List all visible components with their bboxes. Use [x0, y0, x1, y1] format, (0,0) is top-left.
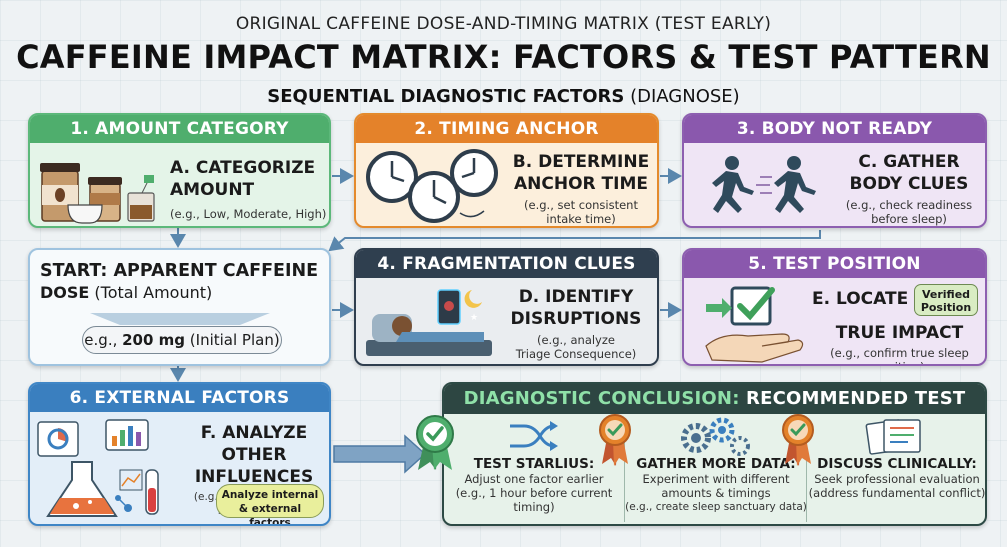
conclusion-header-green: DIAGNOSTIC CONCLUSION:	[463, 388, 740, 409]
example-dose-pill: e.g., 200 mg (Initial Plan)	[82, 326, 282, 354]
card-external-factors: 6. EXTERNAL FACTORS F. ANALYZE OTHER	[28, 382, 331, 526]
col-title: TEST STARLIUS:	[473, 456, 595, 472]
shuffle-arrows-icon	[510, 421, 558, 451]
card-title-line1: A. CATEGORIZE	[170, 158, 316, 178]
card-note-line1: (e.g., analyze	[537, 333, 615, 347]
card-timing-anchor: 2. TIMING ANCHOR B. DETERMINE ANCHOR TIM	[354, 113, 659, 228]
funnel-shape	[90, 310, 270, 325]
lab-flask-charts-icon	[37, 419, 159, 517]
conclusion-col-3: DISCUSS CLINICALLY: Seek professional ev…	[807, 456, 986, 500]
card-header: 6. EXTERNAL FACTORS	[30, 384, 329, 412]
start-title-rest: (Total Amount)	[89, 283, 213, 302]
card-note-line2: Triage Consequence)	[515, 347, 637, 361]
analyze-factors-pill: Analyze internal & external factors	[216, 484, 324, 524]
card-title-line1: C. GATHER	[858, 152, 960, 172]
example-prefix: e.g.,	[84, 331, 123, 349]
col-line1: Seek professional evaluation	[814, 472, 980, 486]
example-suffix: (Initial Plan)	[185, 331, 280, 349]
card-title-line2: TRUE IMPACT	[835, 323, 964, 343]
card-body-not-ready: 3. BODY NOT READY C. GATHER BODY CLUES (…	[682, 113, 987, 228]
conclusion-header: DIAGNOSTIC CONCLUSION: RECOMMENDED TEST	[444, 384, 985, 414]
gears-icon	[681, 417, 750, 456]
card-note-line2: intake time)	[546, 212, 616, 226]
card-test-position: 5. TEST POSITION E. LOCATE Verified Posi…	[682, 248, 987, 366]
award-ribbon-icon	[416, 415, 454, 470]
clocks-icon	[366, 149, 498, 223]
conclusion-header-white: RECOMMENDED TEST	[739, 388, 966, 409]
card-title-line2: AMOUNT	[170, 180, 255, 200]
example-value: 200 mg	[122, 331, 186, 349]
col-title: DISCUSS CLINICALLY:	[817, 456, 977, 472]
coffee-cups-icon	[40, 163, 155, 224]
running-figures-icon	[712, 156, 816, 213]
card-title-line1: E. LOCATE	[812, 289, 909, 309]
sleeping-person-icon: ★	[366, 289, 492, 356]
subtitle-rest: (DIAGNOSE)	[624, 86, 740, 107]
card-diagnostic-conclusion: DIAGNOSTIC CONCLUSION: RECOMMENDED TEST …	[442, 382, 987, 526]
badge-line2: Position	[920, 301, 972, 314]
badge-line1: Verified	[921, 288, 971, 301]
card-title-line1: D. IDENTIFY	[518, 287, 634, 307]
card-header: 3. BODY NOT READY	[684, 115, 985, 143]
svg-text:★: ★	[470, 313, 478, 323]
card-amount-category: 1. AMOUNT CATEGORY A. CATEGORIZE AMOUNT …	[28, 113, 331, 228]
conclusion-col-2: GATHER MORE DATA: Experiment with differ…	[625, 456, 807, 514]
overline-title: ORIGINAL CAFFEINE DOSE-AND-TIMING MATRIX…	[235, 14, 772, 34]
card-note: (e.g., confirm true sleep position)	[830, 346, 969, 364]
card-note: (e.g., Low, Moderate, High)	[170, 207, 327, 221]
start-title-line1: START: APPARENT CAFFEINE	[40, 261, 319, 281]
arrow-external-to-conclusion	[333, 434, 427, 474]
card-note-line1: (e.g., check readiness	[845, 198, 973, 212]
pill-line2: & external factors	[238, 503, 302, 526]
card-header: 4. FRAGMENTATION CLUES	[356, 250, 657, 278]
col-line1: Adjust one factor earlier	[464, 472, 604, 486]
card-header: 1. AMOUNT CATEGORY	[30, 115, 329, 143]
card-note-line1: (e.g., set consistent	[524, 198, 638, 212]
conclusion-col-1: TEST STARLIUS: Adjust one factor earlier…	[444, 456, 624, 514]
card-header: 2. TIMING ANCHOR	[356, 115, 657, 143]
col-line3: (e.g., create sleep sanctuary data)	[625, 501, 807, 513]
divider	[624, 422, 625, 522]
award-ribbon-icon	[599, 414, 631, 466]
section-subtitle: SEQUENTIAL DIAGNOSTIC FACTORS (DIAGNOSE)	[0, 86, 1007, 107]
card-fragmentation-clues: 4. FRAGMENTATION CLUES ★ D. IDENTIFY DIS…	[354, 248, 659, 366]
pill-line1: Analyze internal	[221, 489, 319, 501]
card-start-dose: START: APPARENT CAFFEINE DOSE (Total Amo…	[28, 248, 331, 366]
card-header: 5. TEST POSITION	[684, 250, 985, 278]
arrow-body-to-start	[328, 230, 821, 252]
card-title-line2: BODY CLUES	[849, 174, 969, 194]
page-title: CAFFEINE IMPACT MATRIX: FACTORS & TEST P…	[16, 38, 991, 76]
card-title-line2: INFLUENCES	[194, 467, 314, 487]
card-title-line2: ANCHOR TIME	[514, 174, 648, 194]
award-ribbon-icon	[782, 414, 814, 466]
subtitle-bold: SEQUENTIAL DIAGNOSTIC FACTORS	[267, 86, 625, 107]
card-note-line2: before sleep)	[871, 212, 947, 226]
hand-checkbox-icon	[705, 286, 804, 363]
document-stack-icon	[865, 419, 921, 455]
card-title-line1: F. ANALYZE OTHER	[200, 423, 308, 465]
verified-position-badge: Verified Position	[914, 284, 978, 316]
start-title-bold: DOSE	[40, 283, 90, 302]
col-line3: timing)	[513, 500, 555, 514]
col-line2: amounts & timings	[661, 486, 771, 500]
col-title: GATHER MORE DATA:	[636, 456, 796, 472]
card-title-line2: DISRUPTIONS	[510, 309, 642, 329]
col-line1: Experiment with different	[642, 472, 790, 486]
col-line2: (e.g., 1 hour before current	[455, 486, 613, 500]
col-line2: (address fundamental conflict)	[808, 486, 986, 500]
card-title-line1: B. DETERMINE	[512, 152, 650, 172]
divider	[806, 422, 807, 522]
